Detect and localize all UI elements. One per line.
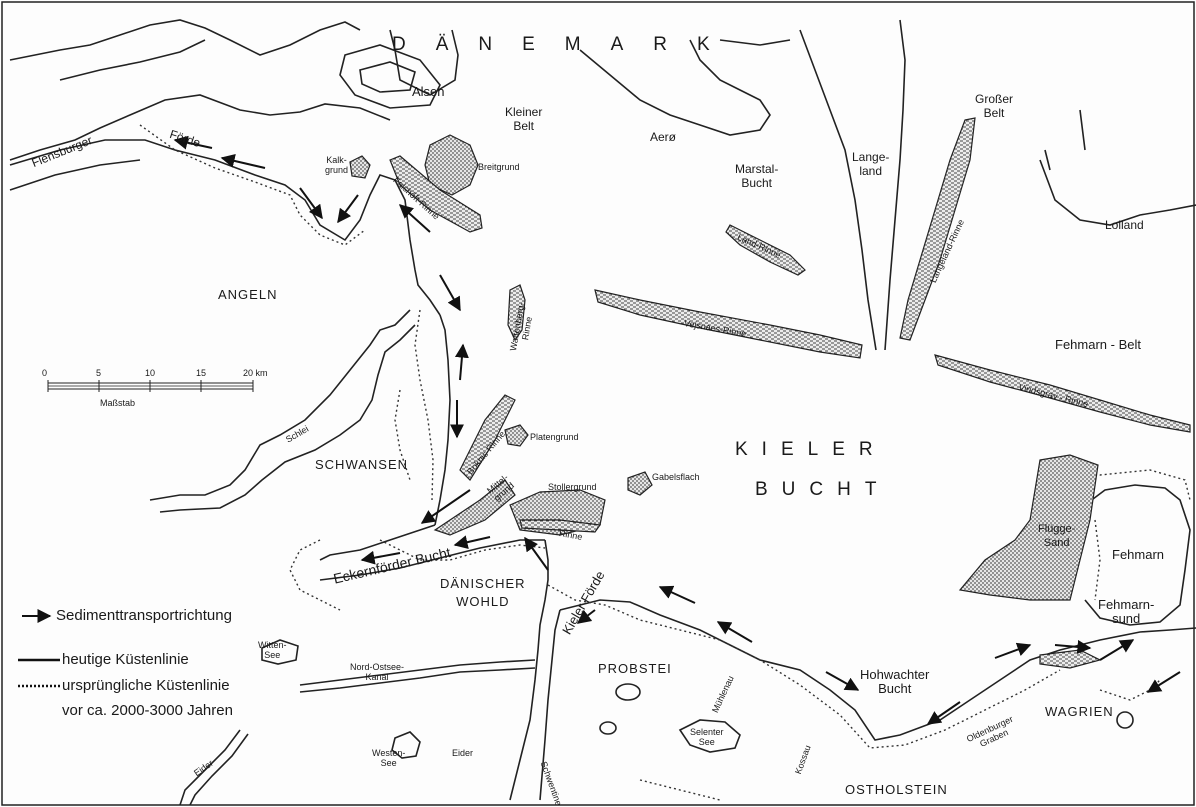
label-schwansen: SCHWANSEN [315, 457, 409, 472]
label-grosser-belt: Großer Belt [975, 92, 1014, 120]
label-bucht: BUCHT [755, 479, 891, 500]
label-gabelsflach: Gabelsflach [652, 472, 700, 482]
legend-dotted-text-2: vor ca. 2000-3000 Jahren [62, 702, 233, 719]
label-kalkgrund: Kalk- grund [325, 155, 349, 175]
label-marstal: Marstal- Bucht [735, 162, 779, 190]
label-kleiner-belt: Kleiner Belt [505, 105, 543, 133]
label-platengrund: Platengrund [530, 432, 579, 442]
label-flugge: Flügge- Sand [1038, 523, 1076, 549]
label-aero: Aerø [650, 130, 677, 144]
legend-symbols [18, 609, 60, 688]
label-daenemark: DÄNEMARK [392, 34, 740, 55]
label-wagrien: WAGRIEN [1045, 704, 1114, 719]
label-selenter: Selenter See [690, 727, 724, 747]
label-nord-ostsee: Nord-Ostsee- Kanal [350, 662, 405, 682]
label-breitgrund: Breitgrund [478, 162, 520, 172]
label-fehmarn: Fehmarn [1112, 547, 1165, 562]
label-probstei: PROBSTEI [598, 661, 672, 676]
label-westensee: Westen- See [372, 748, 406, 768]
label-angeln: ANGELN [218, 287, 278, 302]
label-fehmarn-belt: Fehmarn - Belt [1055, 337, 1141, 352]
label-daenischer-wohld: DÄNISCHER WOHLD [440, 576, 526, 609]
channels [389, 117, 1191, 669]
legend-dotted-text-1: ursprüngliche Küstenlinie [62, 677, 230, 694]
scale-title: Maßstab [100, 398, 136, 408]
former-coastlines [139, 124, 1191, 801]
label-eider-2: Eider [452, 748, 474, 758]
legend-solid-text: heutige Küstenlinie [62, 651, 189, 668]
label-wittensee: Witten- See [258, 640, 287, 660]
transport-arrows [173, 135, 1181, 725]
scale-tick-0: 0 [42, 368, 48, 378]
label-kieler: KIELER [735, 439, 887, 460]
label-ostholstein: OSTHOLSTEIN [845, 782, 948, 797]
label-lolland: Lolland [1105, 218, 1144, 232]
label-alsen: Alsen [412, 84, 445, 99]
label-stollergrund: Stollergrund [548, 482, 597, 492]
scale-bar [47, 380, 254, 392]
scale-tick-20: 20 km [243, 368, 268, 378]
scale-tick-15: 15 [196, 368, 207, 378]
coastlines [9, 19, 1196, 806]
legend-arrow-text: Sedimenttransportrichtung [56, 607, 232, 624]
scale-tick-10: 10 [145, 368, 156, 378]
label-hohwachter: Hohwachter Bucht [860, 667, 930, 696]
label-fehmarnsund: Fehmarn- sund [1098, 597, 1155, 626]
scale-tick-5: 5 [96, 368, 102, 378]
label-langeland: Lange- land [852, 150, 890, 178]
